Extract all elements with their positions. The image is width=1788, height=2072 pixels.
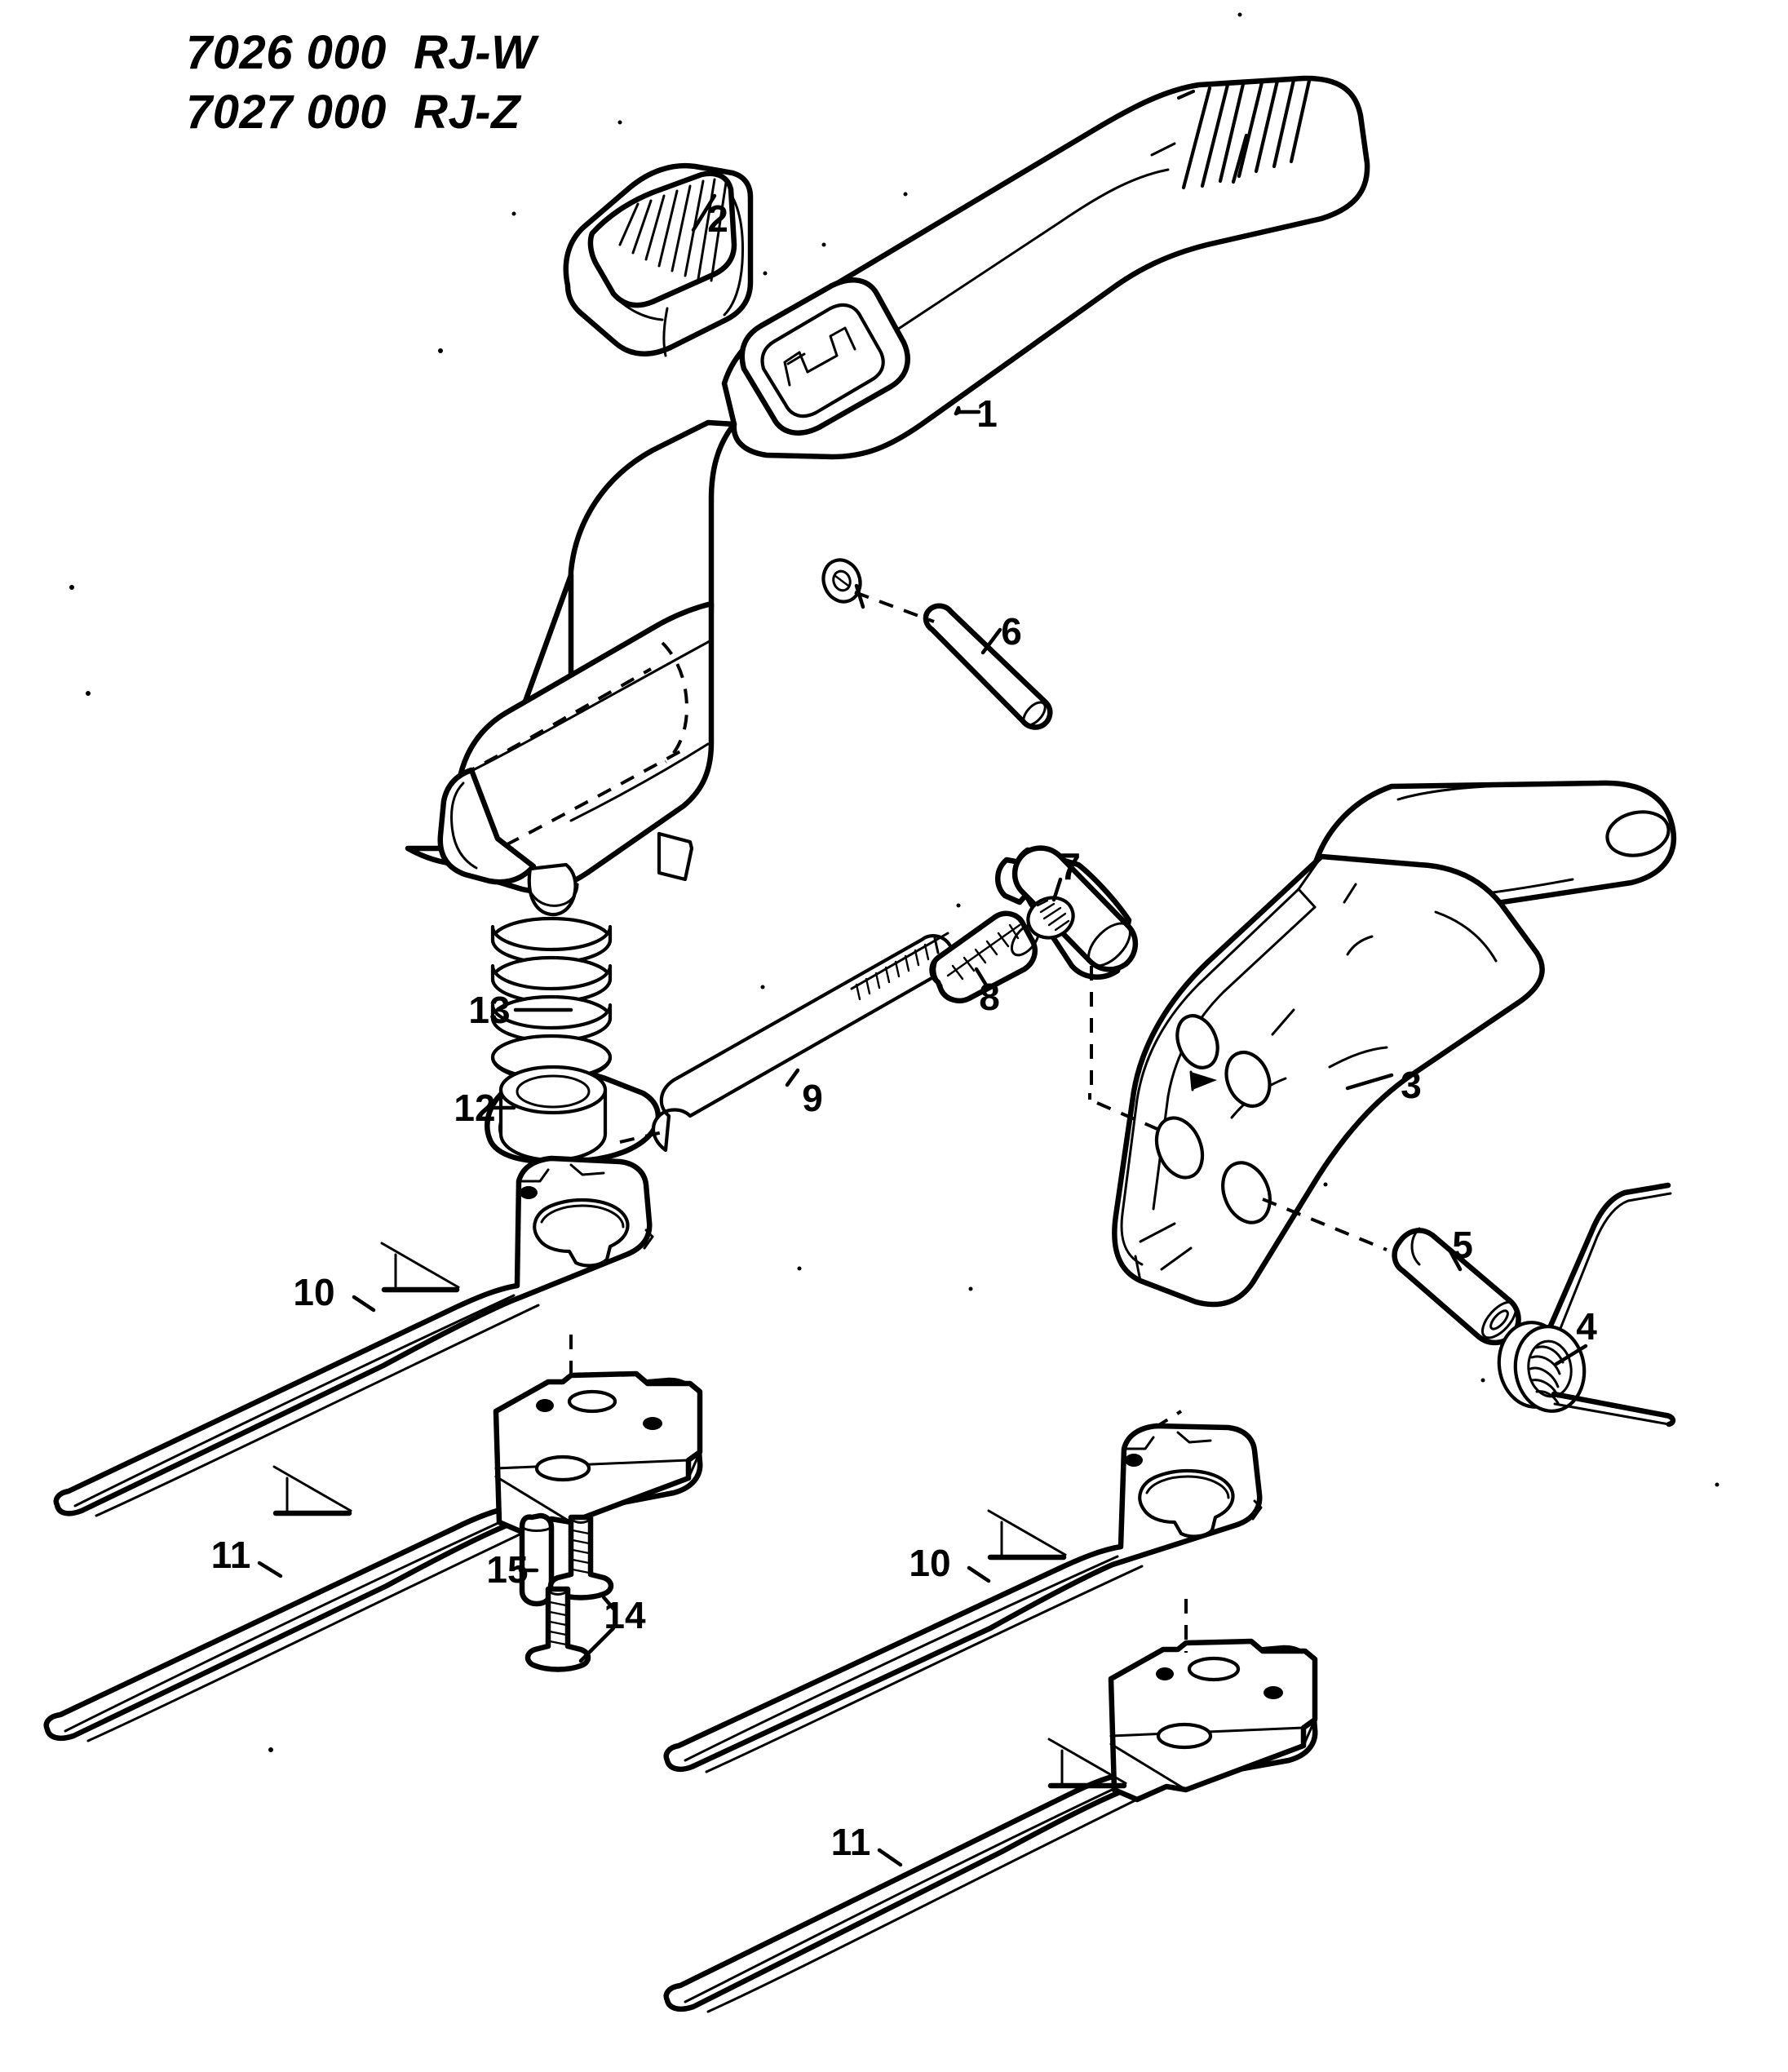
callout-9: 9 xyxy=(802,1077,823,1119)
callout-15: 15 xyxy=(486,1548,528,1591)
title-line-2: 7027 000 RJ-Z xyxy=(186,86,521,139)
part-2-ribbed-cap xyxy=(563,162,754,357)
callout-1: 1 xyxy=(976,392,998,435)
part-15-dowel-pin xyxy=(518,1512,555,1607)
callout-7: 7 xyxy=(1060,845,1081,888)
callout-12: 12 xyxy=(454,1087,495,1129)
callout-6: 6 xyxy=(1001,610,1022,653)
callout-14: 14 xyxy=(604,1594,646,1636)
callout-10-right: 10 xyxy=(909,1542,950,1584)
callout-5: 5 xyxy=(1452,1224,1473,1266)
part-11-lower-blade-left xyxy=(43,1335,703,1742)
pivot-ball-stud xyxy=(527,862,579,917)
callout-13: 13 xyxy=(468,989,510,1031)
spring-coils xyxy=(490,916,613,1082)
part-11-lower-blade-right xyxy=(663,1599,1318,2013)
rod-thread-hatch xyxy=(850,932,949,1001)
callout-11-left: 11 xyxy=(211,1534,251,1576)
part-12-flanged-bushing xyxy=(485,1065,661,1165)
part-6-pivot-pin xyxy=(854,583,1053,730)
grip-ribs xyxy=(1176,77,1312,190)
pivot-bore xyxy=(821,558,862,604)
part-8-set-screw xyxy=(929,910,1041,1003)
part-5-bushing-sleeve xyxy=(1262,1198,1521,1345)
callout-2: 2 xyxy=(707,197,728,240)
title-line-1: 7026 000 RJ-W xyxy=(186,26,537,79)
bracket-bores xyxy=(1154,1014,1272,1224)
screw-thread-hatch xyxy=(946,923,1021,981)
part-10-upper-blade-right xyxy=(663,1410,1263,1773)
callout-3: 3 xyxy=(1401,1064,1422,1106)
clip-slot xyxy=(739,277,910,436)
part-14-flat-head-screws xyxy=(524,1514,616,1672)
cross-bore xyxy=(1026,896,1075,940)
part-1-handle-body xyxy=(405,75,1370,917)
part-10-upper-blade-left xyxy=(53,1155,654,1517)
part-7-cross-sleeve xyxy=(995,845,1138,1085)
callout-labels: 1 2 3 4 5 6 7 8 9 10 11 12 13 14 15 10 1… xyxy=(211,197,1598,1863)
screw-a-threads xyxy=(571,1529,591,1574)
callout-11-right: 11 xyxy=(831,1821,871,1863)
part-3-lever-bracket xyxy=(1088,780,1677,1308)
callout-4: 4 xyxy=(1576,1305,1597,1348)
callout-10-left: 10 xyxy=(293,1271,334,1313)
callout-2-leader xyxy=(691,193,717,232)
screw-b-threads xyxy=(548,1600,568,1646)
part-9-connecting-rod xyxy=(619,932,955,1153)
part-13-compression-spring xyxy=(490,916,613,1082)
callout-1-leader xyxy=(954,405,981,416)
cap-ribs xyxy=(618,178,728,282)
part-4-torsion-spring xyxy=(1497,1182,1676,1428)
callout-8: 8 xyxy=(979,976,1000,1018)
title-block: 7026 000 RJ-W 7027 000 RJ-Z xyxy=(186,23,536,142)
